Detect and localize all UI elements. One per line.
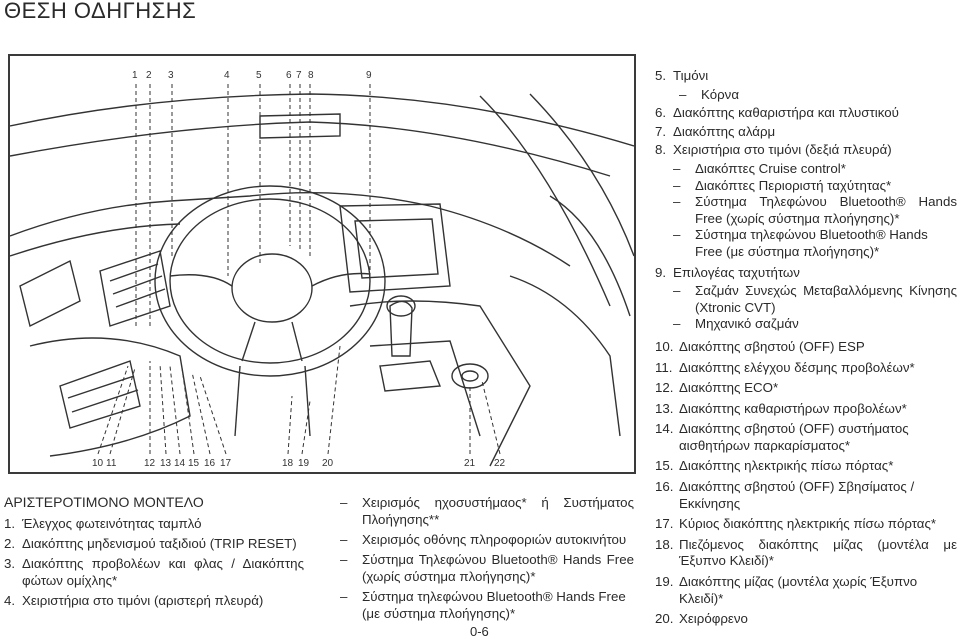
callout-21: 21: [464, 458, 476, 469]
list-item: – Χειρισμός ηχοσυστήμαος* ή Συστήματος Π…: [340, 495, 634, 527]
list-item: – Σύστημα Τηλεφώνου Bluetooth® Hands Fre…: [673, 194, 957, 226]
list-item: – Σύστημα τηλεφώνου Bluetooth® Hands Fre…: [340, 589, 626, 621]
list-item: 17. Κύριος διακόπτης ηλεκτρικής πίσω πόρ…: [655, 516, 937, 532]
list-item: 16. Διακόπτης σβηστού (OFF) Σβησίματος /…: [655, 479, 915, 511]
callout-12: 12: [144, 458, 156, 469]
dashboard-illustration: 1 2 3 4 5 6 7 8 9 10 11 12 13 14 15 16 1…: [8, 54, 636, 474]
list-item: 4. Χειριστήρια στο τιμόνι (αριστερή πλευ…: [4, 593, 264, 608]
list-item: 15. Διακόπτης ηλεκτρικής πίσω πόρτας*: [655, 458, 894, 474]
middle-column: – Χειρισμός ηχοσυστήμαος* ή Συστήματος Π…: [340, 494, 634, 622]
callout-18: 18: [282, 458, 294, 469]
callout-22: 22: [494, 458, 506, 469]
dashboard-line-drawing: 1 2 3 4 5 6 7 8 9 10 11 12 13 14 15 16 1…: [10, 70, 634, 469]
callout-8: 8: [308, 70, 314, 81]
page-title: ΘΕΣΗ ΟΔΗΓΗΣΗΣ: [4, 0, 197, 23]
callout-7: 7: [296, 70, 302, 81]
list-item: – Κόρνα: [679, 86, 740, 102]
page-number: 0-6: [470, 624, 489, 639]
list-item: – Διακόπτες Περιοριστή ταχύτητας*: [673, 177, 892, 193]
list-item: 7. Διακόπτης αλάρμ: [655, 123, 776, 139]
list-item: 3. Διακόπτης προβολέων και φλας / Διακόπ…: [4, 556, 304, 588]
list-item: 12. Διακόπτης ECO*: [655, 380, 779, 396]
list-item: 10. Διακόπτης σβηστού (OFF) ESP: [655, 338, 865, 354]
list-item: 2. Διακόπτης μηδενισμού ταξιδιού (TRIP R…: [4, 536, 297, 551]
callout-4: 4: [224, 70, 230, 81]
callout-11: 11: [106, 458, 117, 469]
callout-17: 17: [220, 458, 232, 469]
list-item: – Σύστημα Τηλεφώνου Bluetooth® Hands Fre…: [340, 552, 634, 584]
callout-13: 13: [160, 458, 172, 469]
left-heading: ΑΡΙΣΤΕΡΟΤΙΜΟΝΟ ΜΟΝΤΕΛΟ: [4, 494, 204, 510]
callout-5: 5: [256, 70, 262, 81]
list-item: 6. Διακόπτης καθαριστήρα και πλυστικού: [655, 105, 899, 121]
list-item: – Χειρισμός οθόνης πληροφοριών αυτοκινήτ…: [340, 532, 627, 547]
callout-15: 15: [188, 458, 200, 469]
list-item: 5. Τιμόνι: [655, 68, 709, 83]
list-item: 11. Διακόπτης ελέγχου δέσμης προβολέων*: [655, 359, 915, 375]
list-item: – Μηχανικό σαζμάν: [673, 316, 799, 332]
list-item: – Διακόπτες Cruise control*: [673, 160, 846, 176]
left-column: ΑΡΙΣΤΕΡΟΤΙΜΟΝΟ ΜΟΝΤΕΛΟ 1. Έλεγχος φωτειν…: [4, 494, 304, 609]
callout-10: 10: [92, 458, 104, 469]
list-item: 19. Διακόπτης μίζας (μοντέλα χωρίς Έξυπν…: [655, 574, 918, 606]
callout-9: 9: [366, 70, 372, 81]
list-item: 9. Επιλογέας ταχυτήτων: [655, 264, 800, 280]
list-item: 1. Έλεγχος φωτεινότητας ταμπλό: [4, 516, 202, 531]
list-item: 18. Πιεζόμενος διακόπτης μίζας (μοντέλα …: [655, 536, 957, 569]
callout-16: 16: [204, 458, 216, 469]
list-item: 13. Διακόπτης καθαριστήρων προβολέων*: [655, 400, 907, 416]
list-item: 14. Διακόπτης σβηστού (OFF) συστήματος α…: [655, 421, 909, 453]
list-item: – Σαζμάν Συνεχώς Μεταβαλλόμενης Κίνησης …: [673, 283, 957, 315]
callout-6: 6: [286, 70, 292, 81]
right-column: 5. Τιμόνι – Κόρνα 6. Διακόπτης καθαριστή…: [655, 68, 957, 628]
callout-14: 14: [174, 458, 186, 469]
callout-19: 19: [298, 458, 310, 469]
callout-3: 3: [168, 70, 174, 81]
list-item: 8. Χειριστήρια στο τιμόνι (δεξιά πλευρά): [655, 142, 892, 158]
callout-20: 20: [322, 458, 334, 469]
list-item: 20. Χειρόφρενο: [655, 611, 748, 627]
list-item: – Σύστημα τηλεφώνου Bluetooth® Hands Fre…: [673, 227, 928, 259]
callout-2: 2: [146, 70, 152, 81]
callout-1: 1: [132, 70, 138, 81]
